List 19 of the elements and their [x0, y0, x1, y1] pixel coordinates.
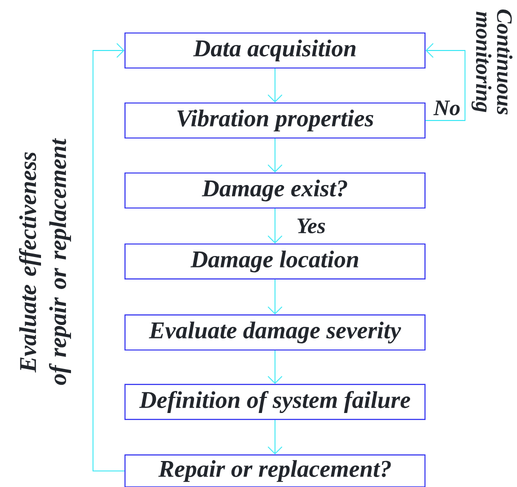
process-box: Repair or replacement?: [124, 454, 426, 487]
arrow: [268, 420, 282, 454]
process-box: Data acquisition: [124, 32, 426, 69]
side-note: Continuous monitoring: [472, 10, 512, 114]
process-box: Evaluate damage severity: [124, 314, 426, 351]
side-note: Evaluate effectiveness of repair or replacement: [19, 138, 71, 385]
process-box: Damage exist?: [124, 172, 426, 209]
edge-label: Yes: [295, 218, 327, 234]
process-box: Vibration properties: [124, 102, 426, 139]
arrow: [268, 138, 282, 172]
arrow: [268, 279, 282, 314]
arrow: [268, 208, 282, 244]
arrow: [268, 68, 282, 102]
arrow: [425, 43, 466, 121]
arrow: [92, 43, 125, 472]
process-box: Damage location: [124, 243, 426, 280]
arrow: [268, 350, 282, 384]
process-box: Definition of system failure: [124, 384, 426, 420]
edge-label: No: [432, 100, 462, 116]
